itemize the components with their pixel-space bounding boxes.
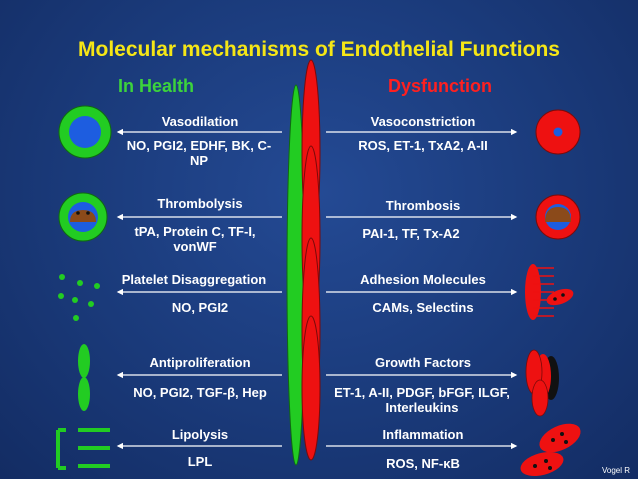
open-vessel-with-clot-icon (59, 193, 107, 241)
lipolysis-mediators: LPL (125, 454, 275, 469)
thrombosis-label: Thrombosis (338, 198, 508, 213)
slide-title: Molecular mechanisms of Endothelial Func… (0, 38, 638, 62)
proliferating-cells-icon (526, 350, 559, 416)
thrombolysis-label: Thrombolysis (125, 196, 275, 211)
constricted-vessel-icon (536, 110, 580, 154)
health-header: In Health (118, 76, 194, 97)
central-ovals (287, 60, 320, 465)
vasodilation-label: Vasodilation (125, 114, 275, 129)
inflammation-mediators: ROS, NF-κB (338, 456, 508, 471)
platelet-disaggregation-mediators: NO, PGI2 (125, 300, 275, 315)
adhesion-molecules-mediators: CAMs, Selectins (338, 300, 508, 315)
dysfunction-header: Dysfunction (388, 76, 492, 97)
vasoconstriction-mediators: ROS, ET-1, TxA2, A-II (332, 138, 514, 153)
dispersed-platelets-icon (58, 274, 100, 321)
thrombosed-vessel-icon (536, 195, 580, 239)
platelet-disaggregation-label: Platelet Disaggregation (104, 272, 284, 287)
adhesion-wall-icon (525, 264, 576, 320)
vasoconstriction-label: Vasoconstriction (338, 114, 508, 129)
thrombolysis-mediators: tPA, Protein C, TF-I, vonWF (114, 224, 276, 254)
thin-cells-icon (78, 344, 90, 411)
vasodilation-mediators: NO, PGI2, EDHF, BK, C-NP (118, 138, 280, 168)
inflammatory-cells-icon (518, 418, 585, 479)
lipolysis-label: Lipolysis (125, 427, 275, 442)
inflammation-label: Inflammation (338, 427, 508, 442)
thrombosis-mediators: PAI-1, TF, Tx-A2 (336, 226, 486, 241)
growth-factors-label: Growth Factors (338, 355, 508, 370)
lipid-free-wall-icon (58, 430, 110, 468)
growth-factors-mediators: ET-1, A-II, PDGF, bFGF, ILGF, Interleuki… (318, 385, 526, 415)
antiproliferation-label: Antiproliferation (125, 355, 275, 370)
author-credit: Vogel R (602, 466, 630, 475)
antiproliferation-mediators: NO, PGI2, TGF-β, Hep (112, 385, 288, 400)
adhesion-molecules-label: Adhesion Molecules (338, 272, 508, 287)
dilated-vessel-icon (59, 106, 111, 158)
